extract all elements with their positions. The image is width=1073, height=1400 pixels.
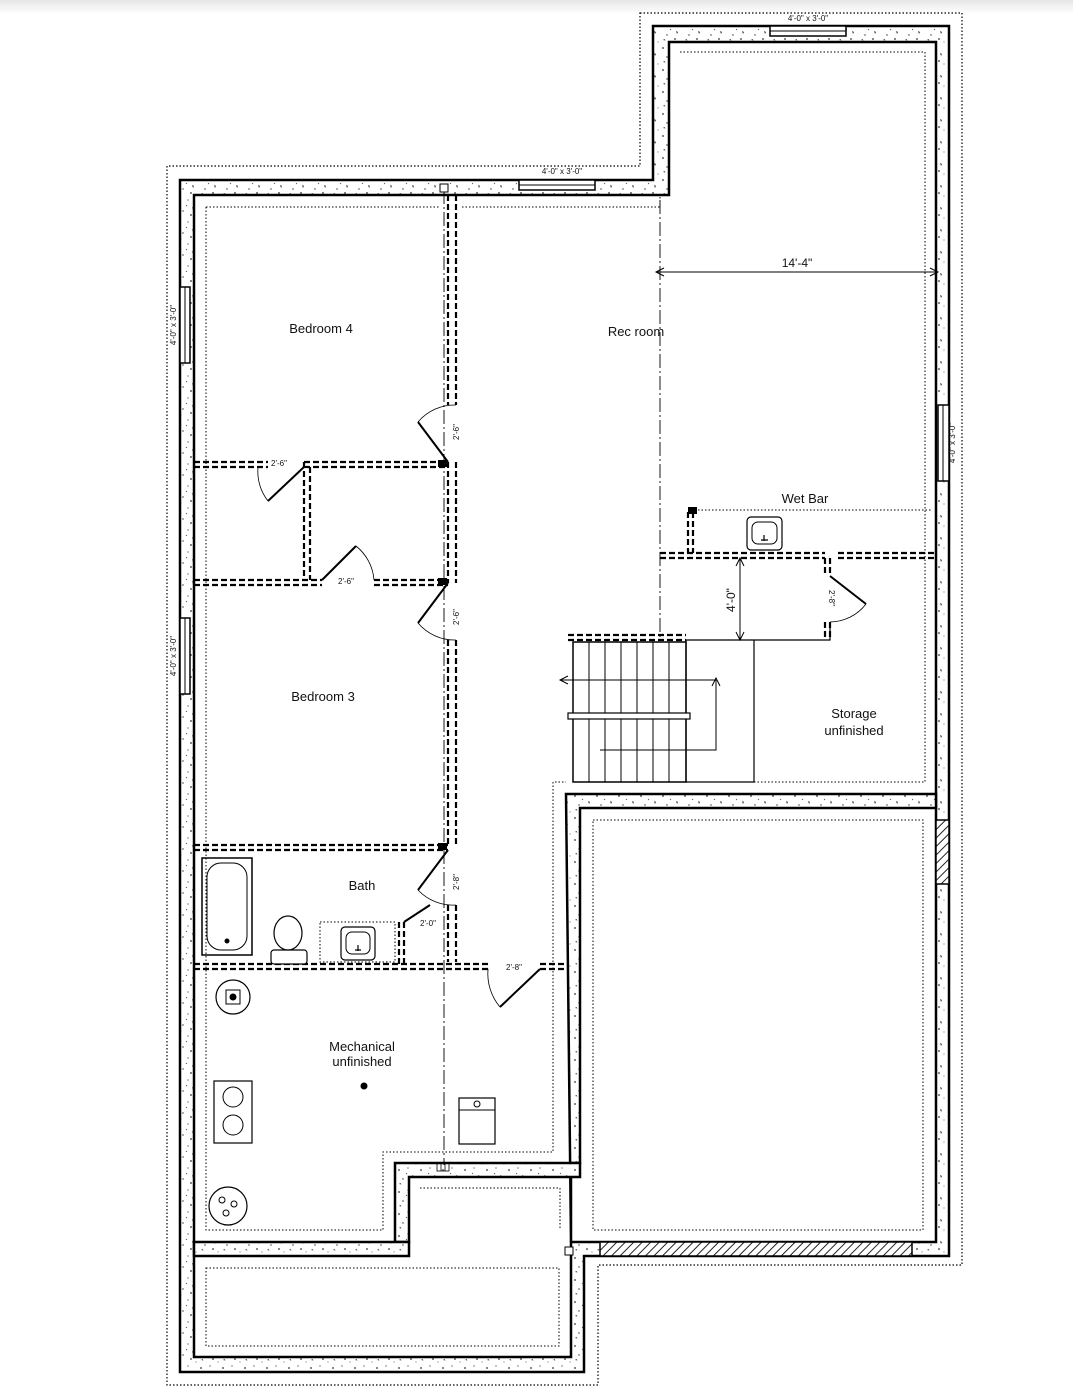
window-size-left-upper: 4'-0" x 3'-0" [169, 305, 178, 345]
window-top-right [769, 25, 847, 37]
room-label-storage: Storage [831, 706, 877, 721]
floor-drain-icon [360, 1082, 368, 1090]
post-bottom [436, 1162, 450, 1172]
bathtub-icon [201, 857, 253, 956]
window-size-right: 4'-0" x 3'-0" [948, 423, 957, 463]
window-left-upper [179, 286, 191, 364]
footing-outline [166, 12, 963, 1386]
room-label-mechanical-sub: unfinished [332, 1054, 391, 1069]
window-top-middle [518, 179, 596, 191]
door-size-storage: 2'-8" [827, 590, 836, 606]
post-top [439, 183, 449, 193]
page-top-shadow [0, 0, 1073, 14]
door-size-bath: 2'-8" [452, 874, 461, 890]
dimension-rec-room-width: 14'-4" [782, 256, 813, 270]
staircase [558, 641, 721, 783]
door-size-mechanical: 2'-8" [506, 963, 522, 972]
door-size-bath-closet: 2'-0" [420, 919, 436, 928]
water-heater-icon [215, 979, 251, 1015]
door-size-bedroom3: 2'-6" [452, 609, 461, 625]
window-size-top-right: 4'-0" x 3'-0" [788, 14, 828, 23]
finish-lines [205, 51, 932, 1347]
post-corner [564, 1246, 574, 1256]
rec-room-dimension-line [654, 267, 940, 277]
room-label-rec-room: Rec room [608, 324, 664, 339]
interior-partitions [194, 195, 936, 971]
stair-landing-walls [685, 625, 831, 783]
doors [257, 404, 867, 1008]
room-label-bath: Bath [349, 878, 376, 893]
room-label-storage-sub: unfinished [824, 723, 883, 738]
sink-icon [340, 926, 376, 961]
structural-center-lines [443, 190, 661, 1165]
window-right [937, 404, 950, 482]
foundation-wall [178, 24, 951, 1374]
sump-pump-icon [208, 1186, 248, 1226]
window-size-left-lower: 4'-0" x 3'-0" [169, 636, 178, 676]
landing-dimension-line [735, 556, 745, 642]
laundry-icon [458, 1097, 496, 1145]
bar-sink-icon [746, 516, 783, 551]
room-label-wet-bar: Wet Bar [782, 491, 829, 506]
door-stops [438, 460, 697, 850]
toilet-icon [270, 915, 308, 965]
room-label-bedroom-3: Bedroom 3 [291, 689, 355, 704]
room-label-bedroom-4: Bedroom 4 [289, 321, 353, 336]
furnace-icon [213, 1080, 253, 1144]
window-size-top-middle: 4'-0" x 3'-0" [542, 167, 582, 176]
room-label-mechanical: Mechanical [329, 1039, 395, 1054]
door-size-bedroom4: 2'-6" [452, 424, 461, 440]
door-size-closet2: 2'-6" [338, 577, 354, 586]
window-left-lower [179, 617, 191, 695]
door-size-bedroom4-closet: 2'-6" [271, 459, 287, 468]
dimension-stair-landing: 4'-0" [724, 588, 738, 612]
